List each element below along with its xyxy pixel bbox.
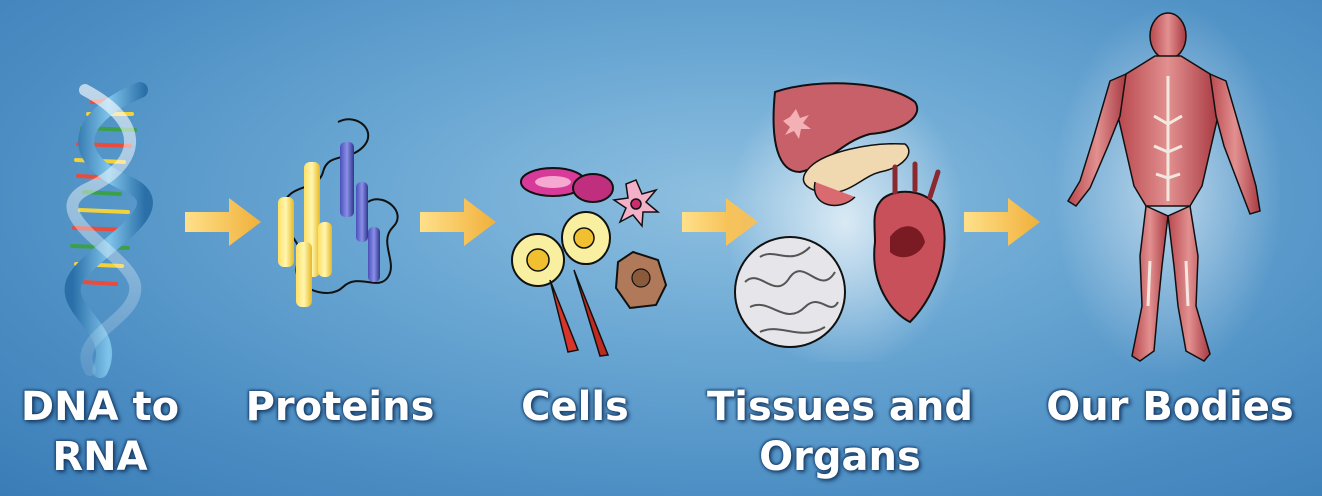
stage-label-line1: Tissues and [700, 382, 980, 432]
alpha-helix-yellow [278, 162, 332, 307]
body-head [1150, 13, 1186, 59]
dna-helix-illustration [30, 80, 180, 380]
stage-label-line1: DNA to [10, 382, 190, 432]
round-cell [512, 212, 610, 286]
stage-label-proteins: Proteins [240, 382, 440, 432]
stage-label-line1: Proteins [240, 382, 440, 432]
stage-label-dna: DNA to RNA [10, 382, 190, 482]
stage-label-line2: Organs [700, 432, 980, 482]
brain-icon [735, 237, 845, 347]
protein-structure-illustration [268, 112, 408, 312]
stage-label-line1: Cells [505, 382, 645, 432]
flow-arrow-icon [418, 196, 498, 248]
red-blood-cell [521, 168, 613, 202]
spiky-cell [614, 180, 658, 226]
cells-illustration [508, 160, 678, 360]
stage-label-tissues: Tissues and Organs [700, 382, 980, 482]
stage-label-line1: Our Bodies [1030, 382, 1310, 432]
organs-illustration [730, 72, 960, 362]
alpha-helix-blue [340, 142, 380, 282]
muscle-cell [550, 270, 608, 356]
stage-label-line2: RNA [10, 432, 190, 482]
human-body-illustration [1050, 6, 1280, 376]
brown-cell [616, 252, 666, 308]
stage-label-cells: Cells [505, 382, 645, 432]
stage-label-bodies: Our Bodies [1030, 382, 1310, 432]
flow-arrow-icon [962, 196, 1042, 248]
flow-arrow-icon [183, 196, 263, 248]
